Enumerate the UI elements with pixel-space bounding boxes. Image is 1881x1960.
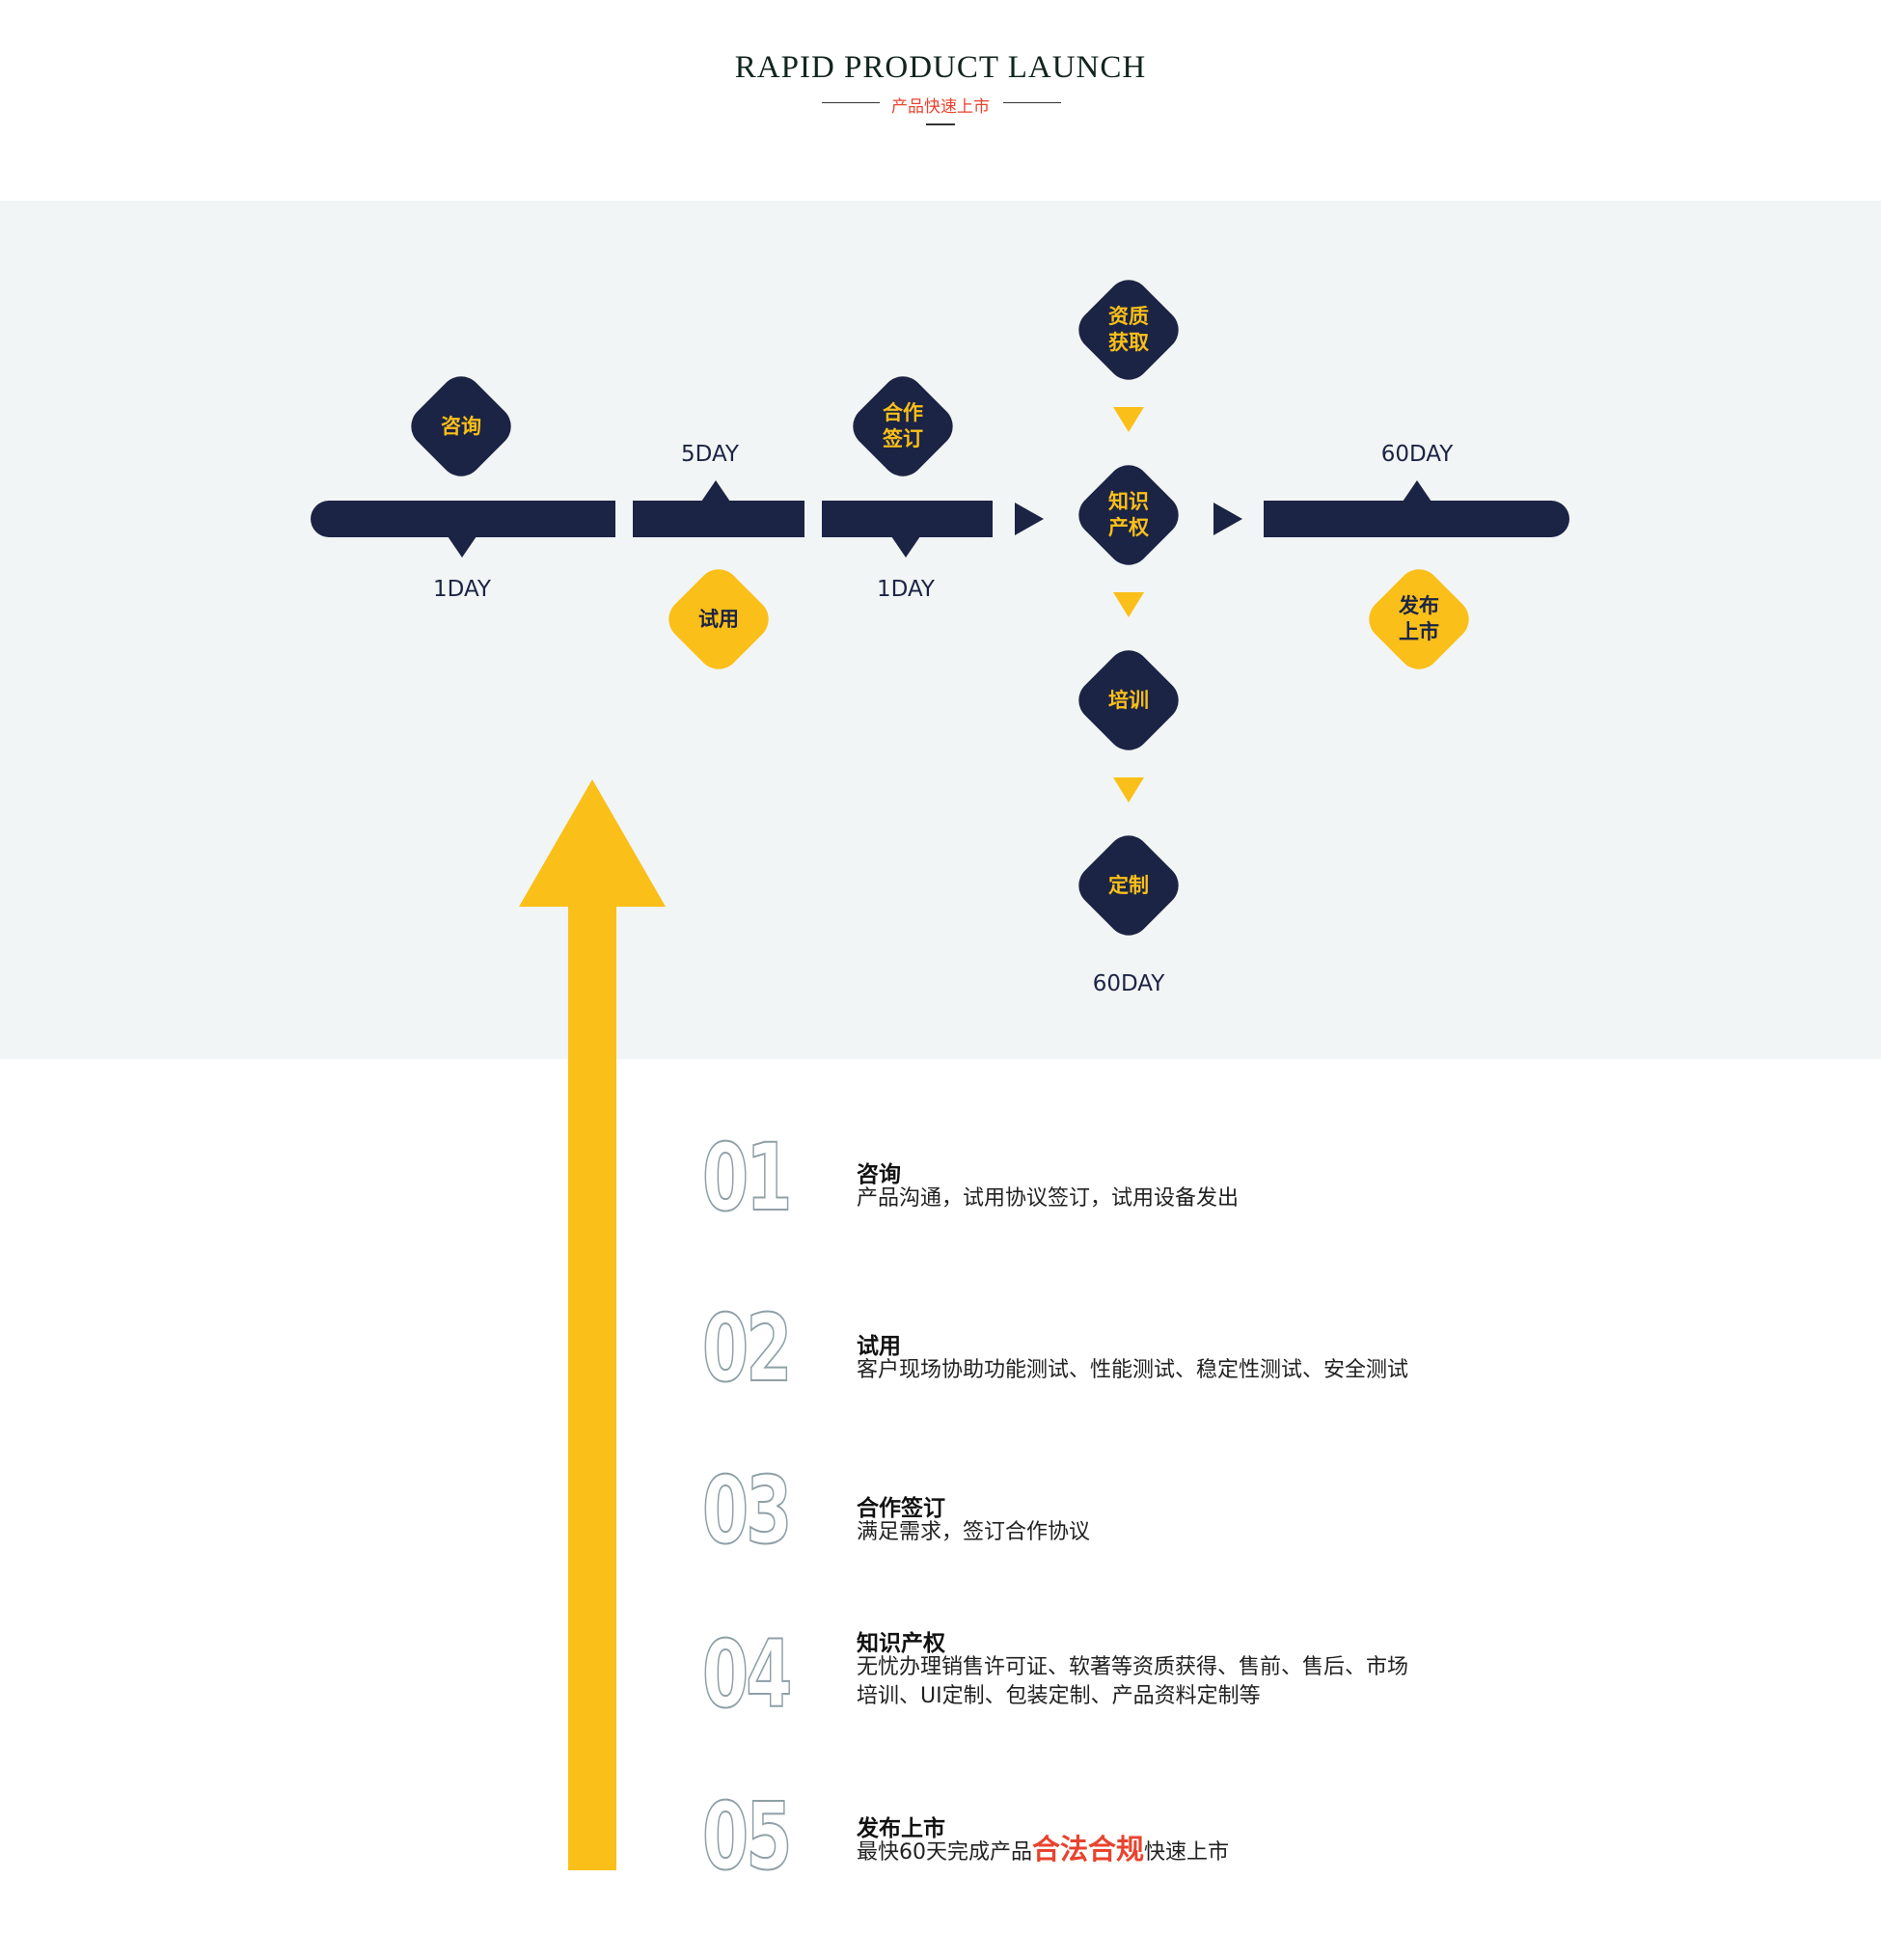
step-title: 试用 [857,1334,901,1359]
arrow-right-icon [1015,503,1044,535]
header-underline [926,123,955,125]
node-custom: 定制 [1070,827,1187,944]
step-description-text: 最快60天完成产品 [857,1840,1032,1865]
node-sign-label: 合作 签订 [883,401,923,450]
step-description-line: 培训、UI定制、包装定制、产品资料定制等 [857,1684,1261,1708]
node-trial: 试用 [660,560,777,678]
node-consult-label: 咨询 [441,414,481,438]
node-qualification: 资质 获取 [1070,271,1187,389]
timeline-segment-consult [311,501,615,537]
arrow-right-icon [1213,503,1242,535]
arrow-down-icon [1113,592,1144,617]
timeline-marker-consult [448,536,477,558]
duration-ip: 60DAY [1092,971,1165,996]
step-number: 01 [701,1124,793,1232]
step-description-text: 快速上市 [1144,1840,1230,1865]
timeline-marker-launch [1403,480,1431,502]
step-description: 最快60天完成产品合法合规快速上市 [857,1835,1474,1867]
step-description: 无忧办理销售许可证、软著等资质获得、售前、售后、市场 培训、UI定制、包装定制、… [857,1653,1474,1711]
header-divider-left [822,102,880,103]
duration-trial: 5DAY [681,442,739,467]
step-description-line: 无忧办理销售许可证、软著等资质获得、售前、售后、市场 [857,1655,1409,1679]
page-title: RAPID PRODUCT LAUNCH [734,50,1147,85]
node-training: 培训 [1070,641,1187,759]
timeline-segment-sign [822,501,993,537]
step-title: 知识产权 [857,1631,945,1656]
duration-sign: 1DAY [877,577,935,602]
header-divider-right [1003,102,1061,103]
node-launch: 发布 上市 [1360,560,1478,678]
step-title: 合作签订 [857,1496,945,1521]
progress-arrow-shaft [568,903,616,1870]
progress-arrow-head-icon [519,779,666,907]
step-title: 发布上市 [857,1816,945,1841]
timeline-panel [0,201,1881,1059]
step-number: 05 [701,1783,793,1891]
node-trial-label: 试用 [698,607,739,631]
step-number: 03 [701,1456,793,1565]
step-description: 满足需求，签订合作协议 [857,1520,1091,1544]
node-sign: 合作 签订 [844,368,962,485]
duration-consult: 1DAY [433,577,491,602]
page-subtitle: 产品快速上市 [891,97,990,117]
node-custom-label: 定制 [1108,873,1149,897]
node-ip: 知识 产权 [1070,456,1187,574]
step-number: 02 [701,1294,793,1402]
node-qualification-label: 资质 获取 [1108,305,1149,354]
timeline-segment-launch [1264,501,1569,537]
arrow-down-icon [1113,407,1144,432]
timeline-marker-sign [891,536,920,558]
timeline-segment-trial [633,501,804,537]
node-launch-label: 发布 上市 [1399,594,1439,643]
timeline-marker-trial [701,480,730,502]
arrow-down-icon [1113,777,1144,803]
step-description: 产品沟通，试用协议签订，试用设备发出 [857,1186,1240,1211]
node-consult: 咨询 [402,368,520,485]
highlight-text: 合法合规 [1032,1833,1145,1865]
step-title: 咨询 [857,1162,901,1187]
step-description: 客户现场协助功能测试、性能测试、稳定性测试、安全测试 [857,1358,1409,1382]
node-training-label: 培训 [1108,688,1149,712]
node-ip-label: 知识 产权 [1108,490,1149,539]
step-number: 04 [701,1620,793,1729]
duration-launch: 60DAY [1380,442,1454,467]
